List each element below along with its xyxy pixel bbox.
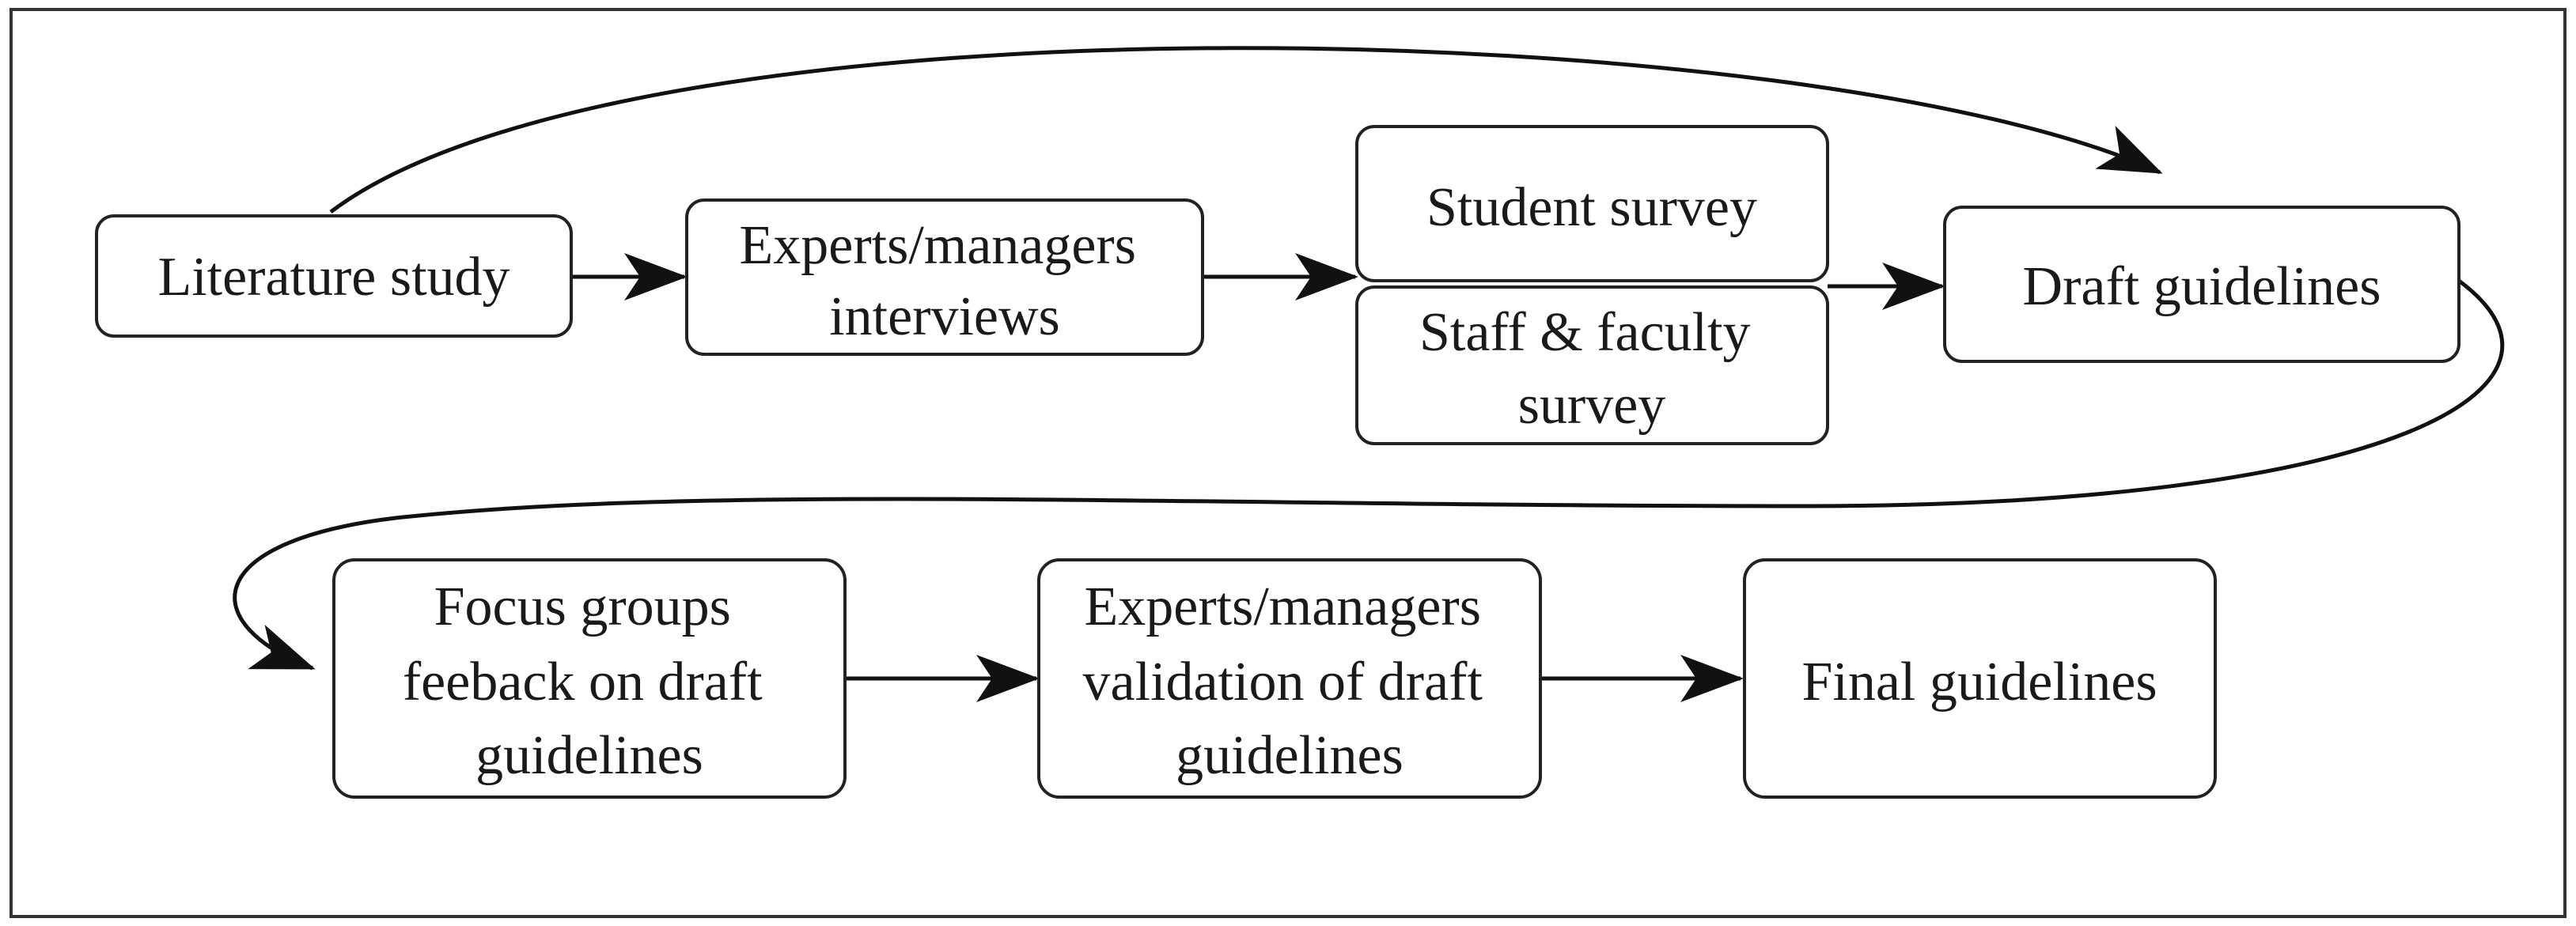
svg-text:Final guidelines: Final guidelines (1801, 652, 2157, 712)
svg-text:Staff & faculty survey: Staff & faculty survey (1419, 302, 1764, 436)
node-focus-groups-line-3: guidelines (475, 725, 703, 786)
node-final-guidelines: Final guidelines (1743, 558, 2217, 799)
node-draft-guidelines-line-1: Draft guidelines (2023, 256, 2381, 317)
node-experts-validation: Experts/managers validation of draft gui… (1037, 558, 1542, 799)
node-literature-study-line-1: Literature study (157, 247, 510, 308)
svg-text:Experts/managers validat: Experts/managers validation of draft gui… (1083, 576, 1497, 786)
node-focus-groups-line-2: feeback on draft (403, 652, 763, 712)
node-staff-faculty-survey-line-2: survey (1518, 375, 1666, 436)
diagram-frame (9, 8, 2567, 918)
node-focus-groups: Focus groups feeback on draft guidelines (332, 558, 847, 799)
node-student-survey-line-1: Student survey (1426, 177, 1757, 238)
node-staff-faculty-survey: Staff & faculty survey (1355, 285, 1829, 445)
node-experts-validation-line-2: validation of draft (1083, 652, 1483, 712)
node-experts-interviews-line-2: interviews (829, 286, 1060, 347)
node-draft-guidelines: Draft guidelines (1943, 206, 2460, 363)
arrow-draft-to-focus-groups (233, 278, 2505, 671)
svg-text:Experts/managers intervi: Experts/managers interviews (740, 215, 1150, 347)
node-experts-validation-line-1: Experts/managers (1085, 576, 1481, 637)
svg-text:Focus groups feeback on: Focus groups feeback on draft guidelines (403, 576, 776, 786)
node-focus-groups-line-1: Focus groups (434, 576, 731, 637)
node-experts-interviews-line-1: Experts/managers (740, 215, 1136, 276)
svg-text:Student survey: Student survey (1426, 177, 1757, 238)
svg-text:Literature study: Literature study (157, 247, 510, 308)
node-literature-study: Literature study (95, 214, 573, 338)
node-final-guidelines-line-1: Final guidelines (1801, 652, 2157, 712)
node-staff-faculty-survey-line-1: Staff & faculty (1419, 302, 1751, 363)
node-student-survey: Student survey (1355, 125, 1829, 282)
svg-text:Draft guidelines: Draft guidelines (2023, 256, 2381, 317)
node-experts-interviews: Experts/managers interviews (685, 198, 1204, 356)
arrow-literature-to-draft (329, 46, 2163, 214)
node-experts-validation-line-3: guidelines (1176, 725, 1404, 786)
